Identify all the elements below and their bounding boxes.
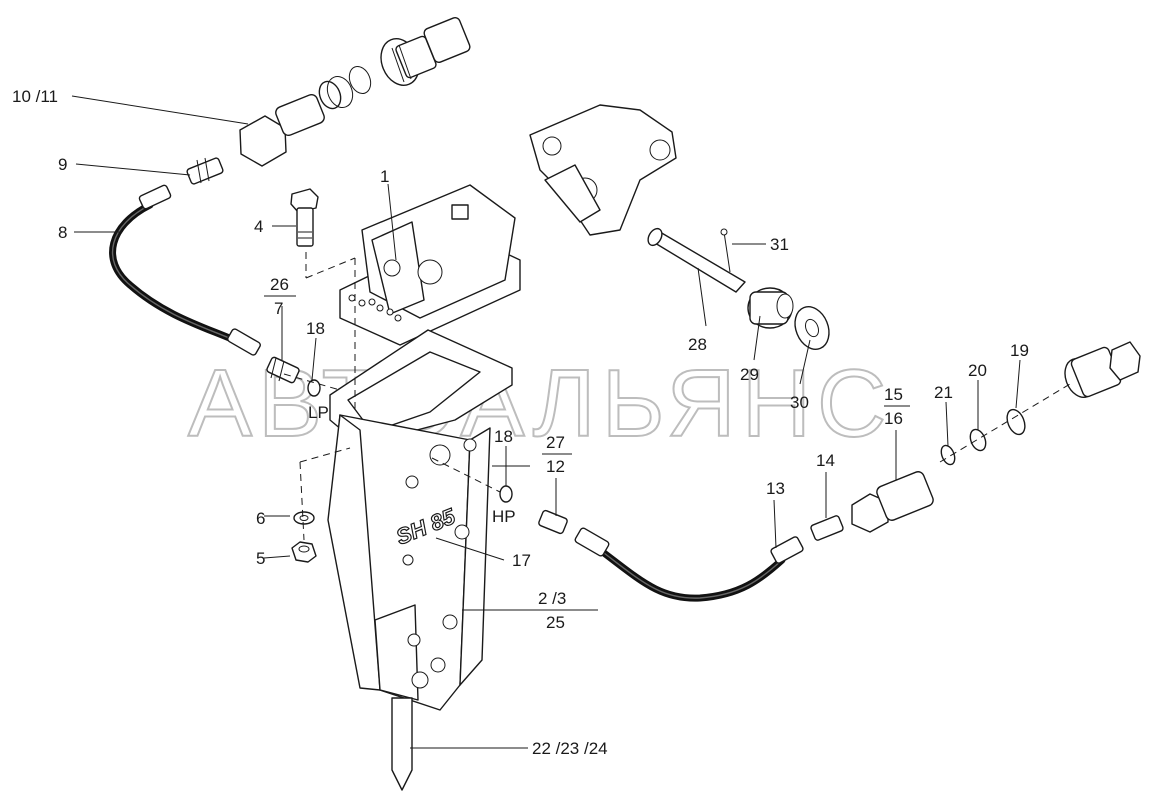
- hose-right: [574, 527, 804, 602]
- connector-top: [380, 17, 471, 86]
- breaker-body: SH 85: [327, 329, 513, 711]
- adapter-14: [810, 515, 844, 541]
- fitting-12: [538, 509, 568, 535]
- label-16: 16: [884, 409, 903, 428]
- coupling-10-11: [239, 65, 372, 167]
- watermark-text: АВТОАЛЬЯНС: [188, 350, 892, 457]
- label-lp: LP: [308, 403, 329, 422]
- o-ring-21: [940, 444, 956, 466]
- label-12: 12: [546, 457, 565, 476]
- bolt-hole-pattern: [348, 294, 402, 322]
- label-26: 26: [270, 275, 289, 294]
- bolt-4: [290, 188, 319, 247]
- label-5: 5: [256, 549, 265, 568]
- label-22-23-24: 22 /23 /24: [532, 739, 608, 758]
- label-13: 13: [766, 479, 785, 498]
- cotter-31: [720, 228, 731, 273]
- o-ring-18-hp: [499, 485, 513, 503]
- bracket-1: [339, 184, 521, 346]
- label-10-11: 10 /11: [12, 87, 58, 106]
- label-2-3: 2 /3: [538, 589, 566, 608]
- o-ring-20: [969, 428, 987, 452]
- bushing-29: [747, 287, 794, 329]
- label-8: 8: [58, 223, 67, 242]
- label-hp: HP: [492, 507, 516, 526]
- hose-left: [109, 184, 261, 356]
- washer-6: [293, 511, 315, 525]
- callout-labels: 10 /11 9 8 4 1 26 7 18 LP 6 5 18 HP 27 1…: [12, 87, 1029, 758]
- excavator-adapter: [529, 104, 677, 236]
- pin-28: [647, 227, 746, 293]
- label-29: 29: [740, 365, 759, 384]
- label-27: 27: [546, 433, 565, 452]
- label-20: 20: [968, 361, 987, 380]
- label-21: 21: [934, 383, 953, 402]
- label-14: 14: [816, 451, 835, 470]
- label-4: 4: [254, 217, 263, 236]
- label-17: 17: [512, 551, 531, 570]
- washer-30: [794, 306, 830, 350]
- label-25: 25: [546, 613, 565, 632]
- o-ring-19: [1006, 408, 1026, 436]
- quick-coupler: [1064, 341, 1141, 398]
- adapter-9: [186, 157, 224, 185]
- coupling-15-16: [851, 471, 934, 533]
- label-30: 30: [790, 393, 809, 412]
- label-19: 19: [1010, 341, 1029, 360]
- leader-lines: [71, 95, 1071, 749]
- label-7: 7: [274, 299, 283, 318]
- label-15: 15: [884, 385, 903, 404]
- chisel: [391, 697, 413, 791]
- label-18-lp: 18: [306, 319, 325, 338]
- nut-5: [291, 541, 317, 563]
- label-1: 1: [380, 167, 389, 186]
- label-31: 31: [770, 235, 789, 254]
- o-ring-18-lp: [307, 379, 321, 397]
- label-28: 28: [688, 335, 707, 354]
- label-6: 6: [256, 509, 265, 528]
- label-18-hp: 18: [494, 427, 513, 446]
- fitting-7: [266, 356, 300, 384]
- label-9: 9: [58, 155, 67, 174]
